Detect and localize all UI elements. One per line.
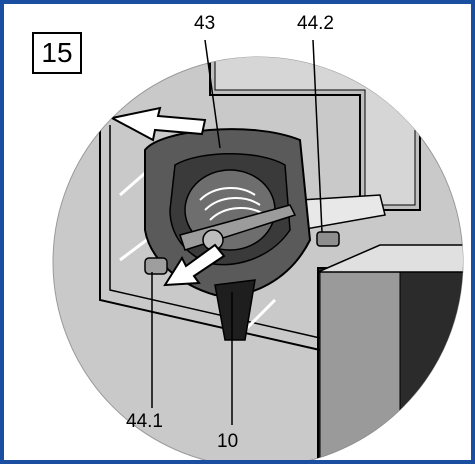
callout-44-2: 44.2 <box>297 13 334 34</box>
step-number-box: 15 <box>32 32 82 74</box>
callout-10: 10 <box>217 431 239 452</box>
arrow-pull-down <box>163 243 226 287</box>
leader-43 <box>204 39 221 149</box>
leader-44-2 <box>312 39 323 233</box>
step-number: 15 <box>41 37 73 68</box>
callout-44-1: 44.1 <box>126 411 163 432</box>
arrow-pull-left <box>109 106 207 142</box>
callout-43: 43 <box>194 13 216 34</box>
